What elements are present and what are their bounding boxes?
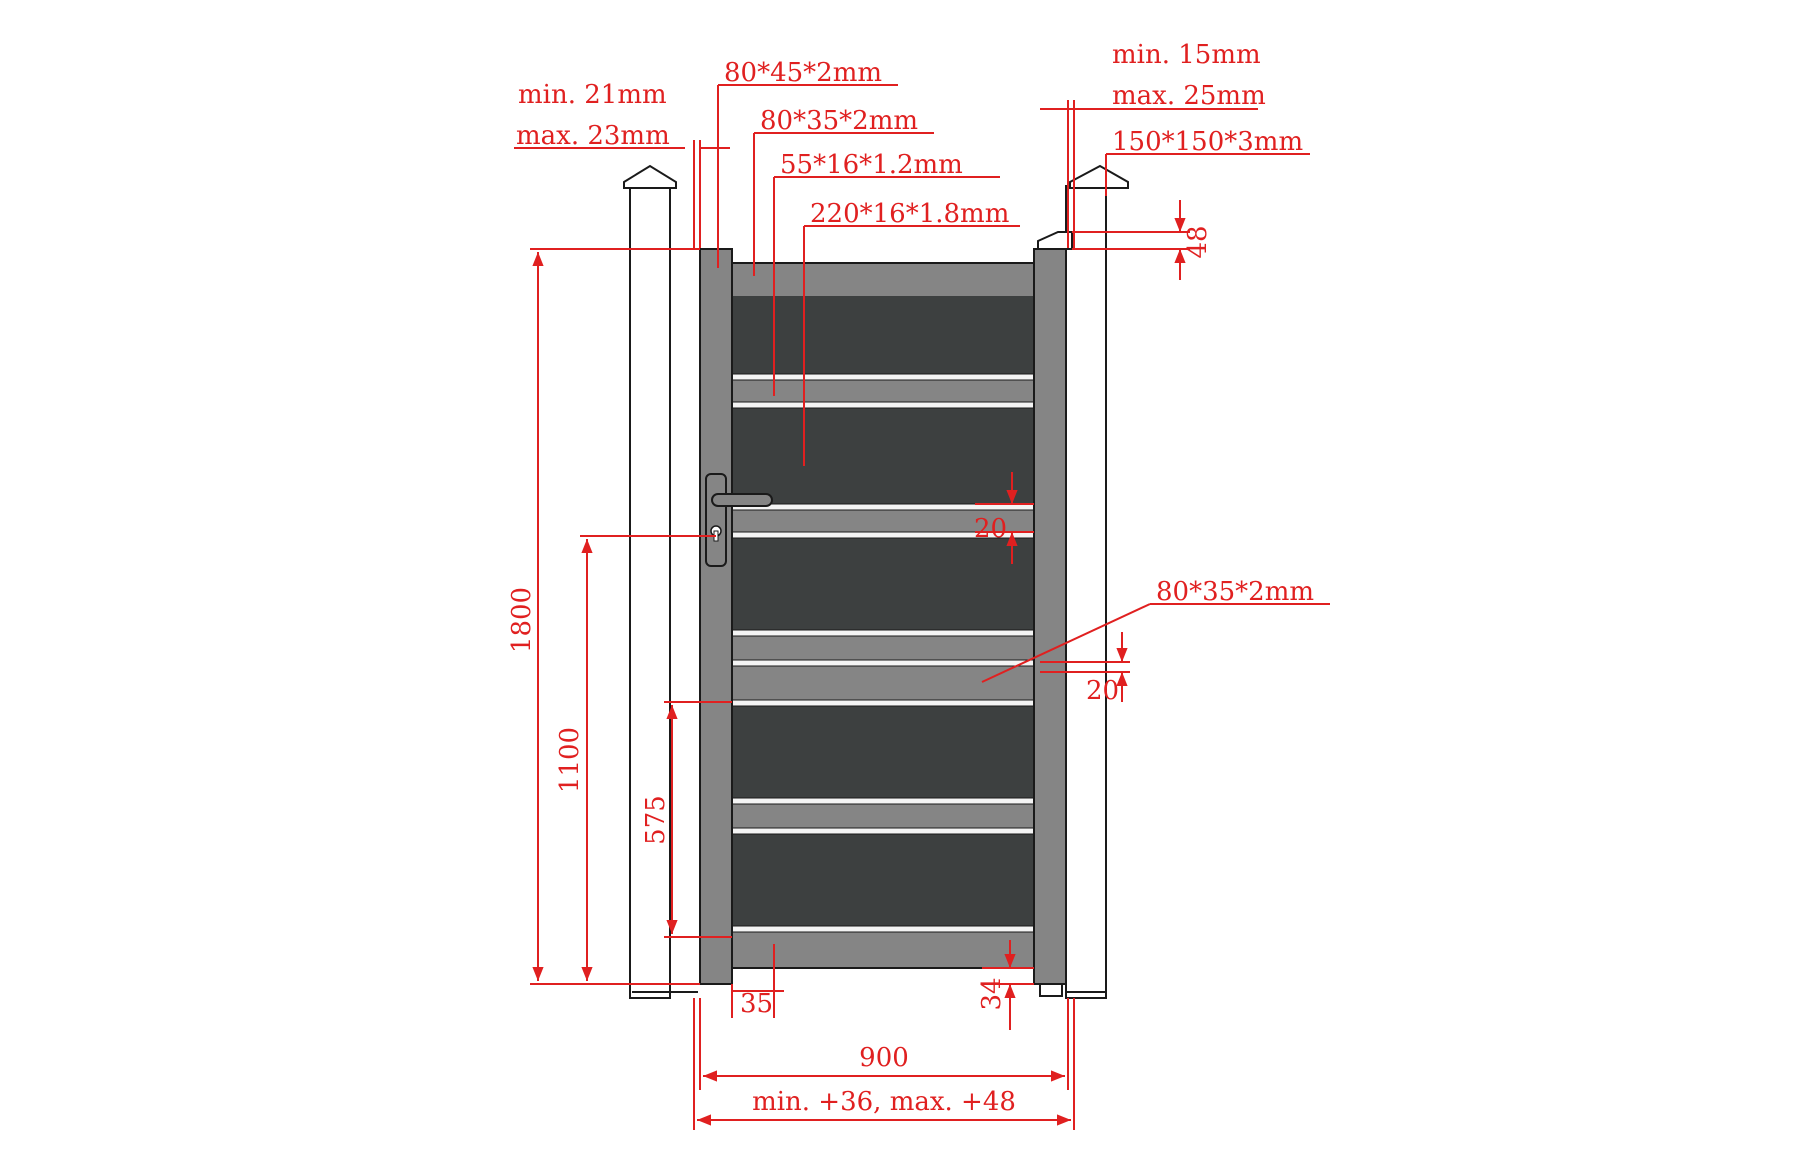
spacer-strip bbox=[731, 797, 1035, 805]
profile-220x16-label: 220*16*1.8mm bbox=[810, 199, 1009, 229]
min-21-label: min. 21mm bbox=[518, 80, 667, 110]
left-post bbox=[623, 164, 698, 999]
min-15-label: min. 15mm bbox=[1112, 40, 1261, 70]
dim-1800-label: 1800 bbox=[507, 587, 537, 653]
spacer-strip bbox=[731, 629, 1035, 637]
spacer-strip bbox=[731, 827, 1035, 835]
dim-48-label: 48 bbox=[1183, 225, 1213, 258]
left-post-body bbox=[629, 185, 671, 999]
dim-900-label: 900 bbox=[859, 1043, 909, 1073]
dim-20-lower-label: 20 bbox=[1086, 676, 1119, 706]
gate bbox=[699, 231, 1073, 997]
spacer-strip bbox=[731, 699, 1035, 707]
hinge-stile bbox=[1033, 248, 1067, 985]
lock-stile bbox=[699, 248, 733, 985]
dim-tolerance-label: min. +36, max. +48 bbox=[752, 1087, 1016, 1117]
top-hinge bbox=[1037, 231, 1073, 250]
max-23-label: max. 23mm bbox=[516, 121, 670, 151]
dimensions: min. 21mm max. 23mm 80*45*2mm 80*35*2mm … bbox=[507, 40, 1330, 1130]
dim-1100-label: 1100 bbox=[555, 727, 585, 793]
slat-2 bbox=[732, 408, 1034, 504]
lever-handle-icon bbox=[711, 493, 773, 507]
lock-assembly bbox=[705, 473, 773, 567]
bottom-hinge bbox=[1039, 983, 1063, 997]
right-post-body bbox=[1065, 185, 1107, 999]
profile-55x16-label: 55*16*1.2mm bbox=[780, 150, 963, 180]
post-cap-icon bbox=[623, 164, 677, 189]
post-size-label: 150*150*3mm bbox=[1112, 127, 1303, 157]
spacer-strip bbox=[731, 373, 1035, 381]
max-25-label: max. 25mm bbox=[1112, 81, 1266, 111]
right-post bbox=[1065, 164, 1129, 999]
spacer-strip bbox=[731, 659, 1035, 667]
slat-4 bbox=[732, 706, 1034, 798]
dim-35-label: 35 bbox=[740, 989, 773, 1019]
profile-80x35-mid-label: 80*35*2mm bbox=[1156, 577, 1314, 607]
leader bbox=[981, 603, 1151, 683]
lock-plate bbox=[705, 473, 727, 567]
profile-80x45-label: 80*45*2mm bbox=[724, 58, 882, 88]
profile-80x35-top-label: 80*35*2mm bbox=[760, 106, 918, 136]
slat-3 bbox=[732, 538, 1034, 630]
spacer-strip bbox=[731, 925, 1035, 933]
dim-34-label: 34 bbox=[977, 977, 1007, 1010]
slat-1 bbox=[732, 296, 1034, 374]
spacer-strip bbox=[731, 401, 1035, 409]
post-cap-icon bbox=[1069, 164, 1129, 189]
dim-20-upper-label: 20 bbox=[974, 514, 1007, 544]
slat-5 bbox=[732, 834, 1034, 926]
dim-575-label: 575 bbox=[641, 795, 671, 845]
